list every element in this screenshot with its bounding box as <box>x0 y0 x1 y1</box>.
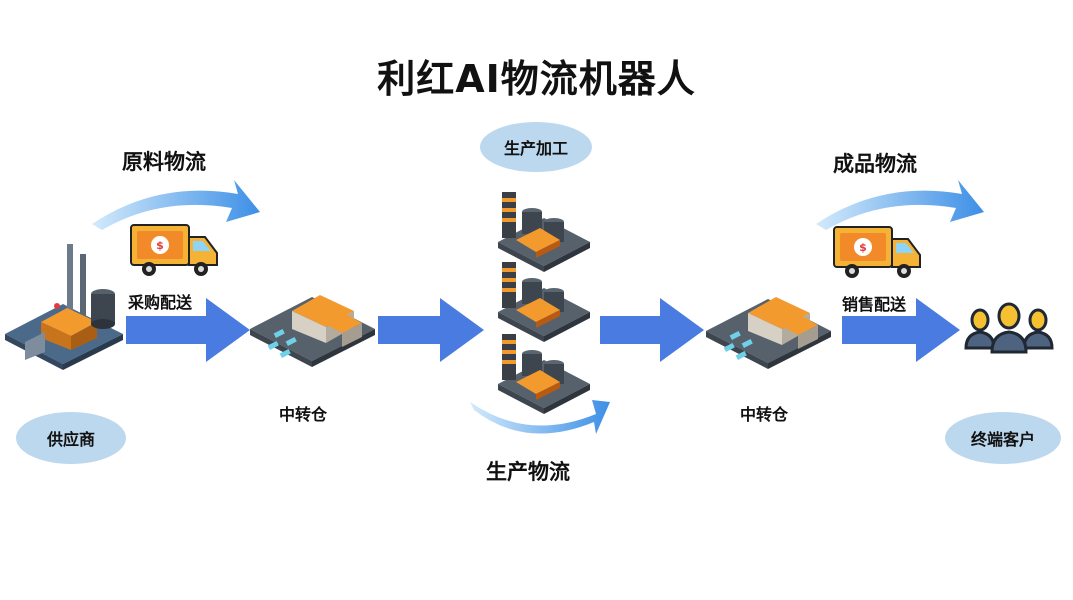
flow-arrow-1 <box>126 298 250 362</box>
plant-icon <box>498 192 590 272</box>
plant-icon <box>498 262 590 342</box>
page-title: 利红AI物流机器人 <box>377 57 696 101</box>
transit-warehouse-label-2: 中转仓 <box>740 405 789 424</box>
flow-arrow-2 <box>378 298 484 362</box>
transit-warehouse-label-1: 中转仓 <box>279 405 328 424</box>
factory-icon <box>5 244 123 370</box>
stage-label-production: 生产物流 <box>486 460 570 484</box>
supplier-oval: 供应商 <box>16 412 126 464</box>
warehouse-icon <box>250 295 375 367</box>
purchase-delivery-label: 采购配送 <box>128 293 193 312</box>
plant-icon <box>498 334 590 414</box>
customers-icon <box>964 302 1054 354</box>
svg-text:$: $ <box>156 239 164 252</box>
stage-label-finished: 成品物流 <box>833 152 917 176</box>
warehouse-icon <box>706 297 831 369</box>
curved-arrow-production <box>470 400 610 434</box>
flow-arrow-3 <box>600 298 704 362</box>
curved-arrow-raw <box>92 180 260 230</box>
stage-label-raw: 原料物流 <box>122 150 206 174</box>
truck-icon: $ <box>130 224 218 276</box>
production-oval: 生产加工 <box>480 122 592 172</box>
flow-arrow-4 <box>842 298 960 362</box>
sales-delivery-label: 销售配送 <box>842 295 907 314</box>
customer-oval: 终端客户 <box>945 412 1061 464</box>
svg-text:$: $ <box>859 241 867 254</box>
curved-arrow-finished <box>816 180 984 230</box>
truck-icon: $ <box>833 226 921 278</box>
